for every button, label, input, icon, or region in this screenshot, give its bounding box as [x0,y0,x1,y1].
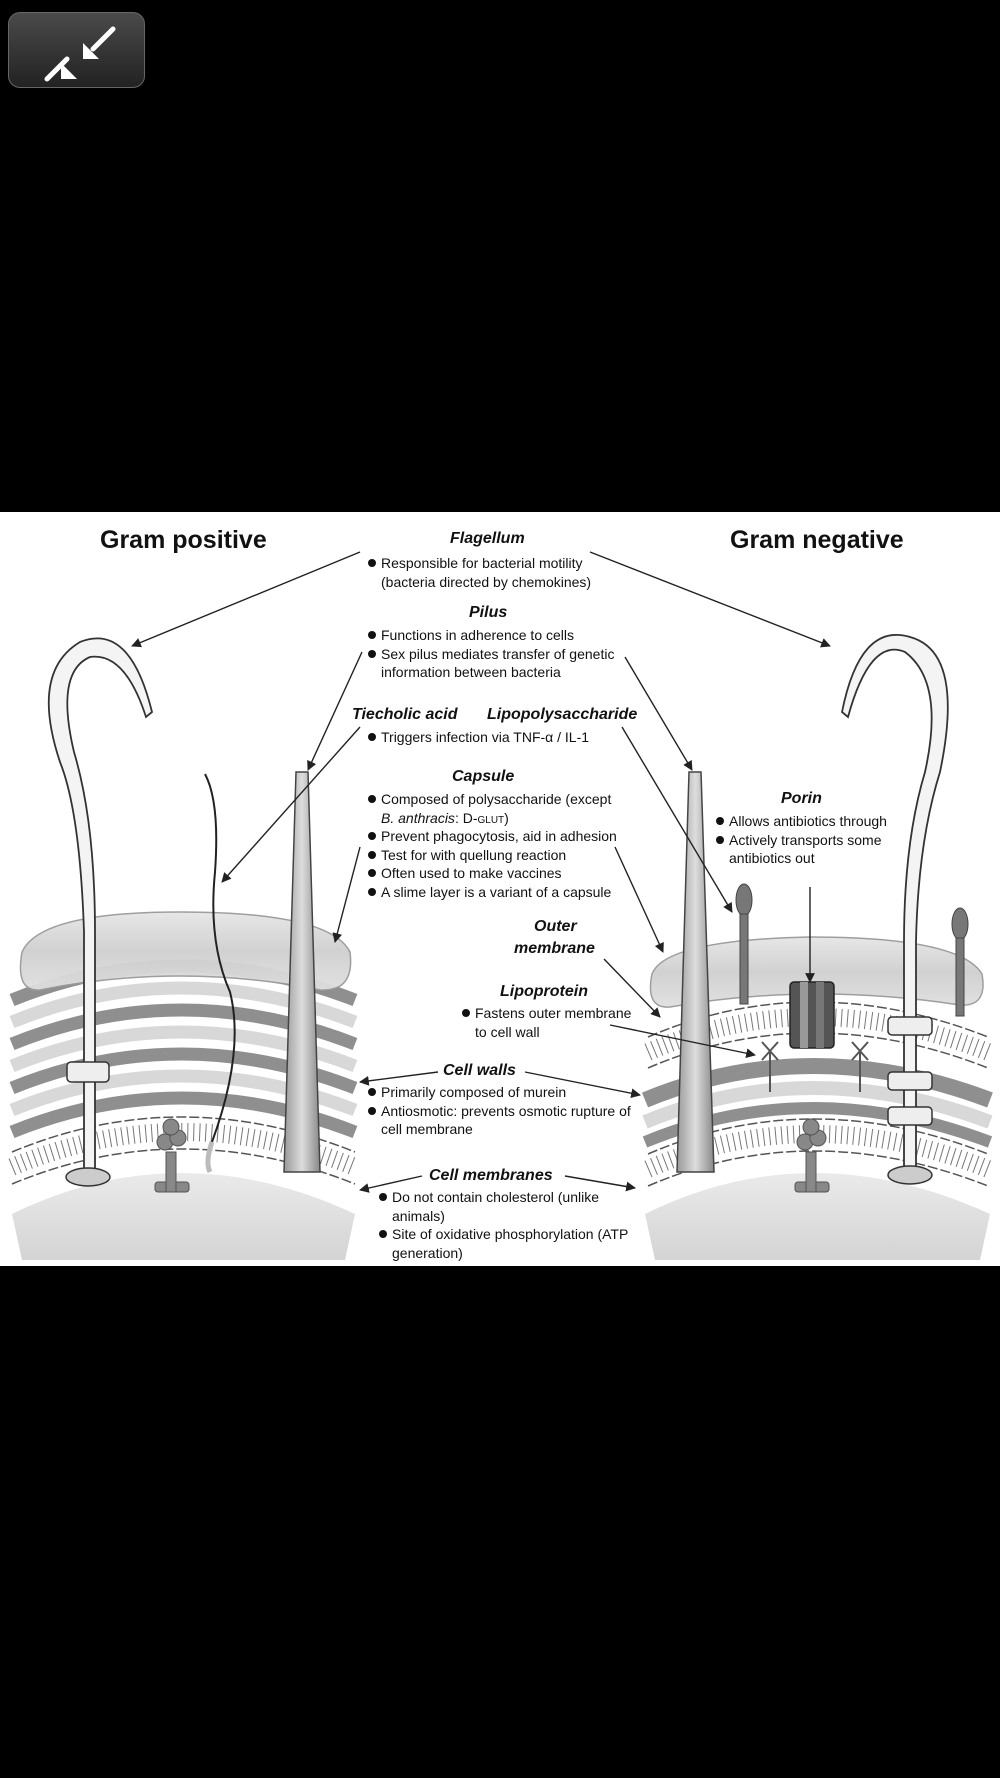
bacterial-cell-envelope-diagram: Gram positive Gram negative Flagellum Re… [0,512,1000,1266]
flagellum-bullets: Responsible for bacterial motility (bact… [368,554,608,591]
porin-bullet: Allows antibiotics through [716,812,912,831]
annotation-arrows [131,551,831,1193]
exit-fullscreen-button[interactable] [8,12,145,88]
lipopolysaccharide-bullets: Triggers infection via TNF-α / IL-1 [368,728,638,747]
cell-membranes-bullet: Site of oxidative phosphorylation (ATP g… [379,1225,645,1262]
flagellum-bullet: Responsible for bacterial motility (bact… [368,554,608,591]
capsule-bullet-suffix: : D-glut) [454,809,509,826]
cell-walls-heading: Cell walls [443,1062,516,1079]
cell-membranes-bullets: Do not contain cholesterol (unlike anima… [379,1188,645,1262]
capsule-bullet-species: B. anthracis [381,809,455,826]
gram-negative-cell [641,634,993,1260]
lipopolysaccharide-heading: Lipopolysaccharide [487,706,638,723]
lipoprotein-heading: Lipoprotein [500,983,588,1000]
porin-heading: Porin [781,790,822,807]
capsule-heading: Capsule [452,768,515,785]
cell-membranes-bullet: Do not contain cholesterol (unlike anima… [379,1188,645,1225]
capsule-bullets: Composed of polysaccharide (except B. ant… [368,790,648,901]
cell-walls-bullet: Antiosmotic: prevents osmotic rupture of… [368,1102,638,1139]
teichoic-acid-heading: Tiecholic acid [352,706,458,723]
capsule-bullet: Often used to make vaccines [368,864,648,883]
lipoprotein-bullet: Fastens outer membrane to cell wall [462,1004,642,1041]
outer-membrane-heading-line1: Outer [534,918,577,935]
diagram-illustration [8,551,993,1260]
lipopolysaccharide-bullet: Triggers infection via TNF-α / IL-1 [368,728,638,747]
gram-positive-cell [8,637,359,1260]
pilus-bullet: Functions in adherence to cells [368,626,630,645]
pilus-heading: Pilus [469,604,508,621]
lipoprotein-bullets: Fastens outer membrane to cell wall [462,1004,642,1041]
porin-bullet: Actively transports some antibiotics out [716,831,912,868]
capsule-bullet: Composed of polysaccharide (except B. ant… [368,790,648,827]
pilus-bullet: Sex pilus mediates transfer of genetic i… [368,645,630,682]
gram-negative-title: Gram negative [730,526,904,554]
porin-channel [789,981,835,1049]
capsule-bullet-text: Composed of polysaccharide (except [381,791,612,807]
capsule-bullet: A slime layer is a variant of a capsule [368,883,648,902]
capsule-bullet: Test for with quellung reaction [368,846,648,865]
outer-membrane-heading-line2: membrane [514,940,595,957]
cell-walls-bullet: Primarily composed of murein [368,1083,638,1102]
gram-positive-title: Gram positive [100,526,267,554]
collapse-arrows-icon [44,26,116,82]
flagellum-heading: Flagellum [450,530,525,547]
cell-membranes-heading: Cell membranes [429,1167,553,1184]
porin-bullets: Allows antibiotics through Actively tran… [716,812,912,868]
capsule-bullet: Prevent phagocytosis, aid in adhesion [368,827,648,846]
pilus-bullets: Functions in adherence to cells Sex pilu… [368,626,630,682]
cell-walls-bullets: Primarily composed of murein Antiosmotic… [368,1083,638,1139]
